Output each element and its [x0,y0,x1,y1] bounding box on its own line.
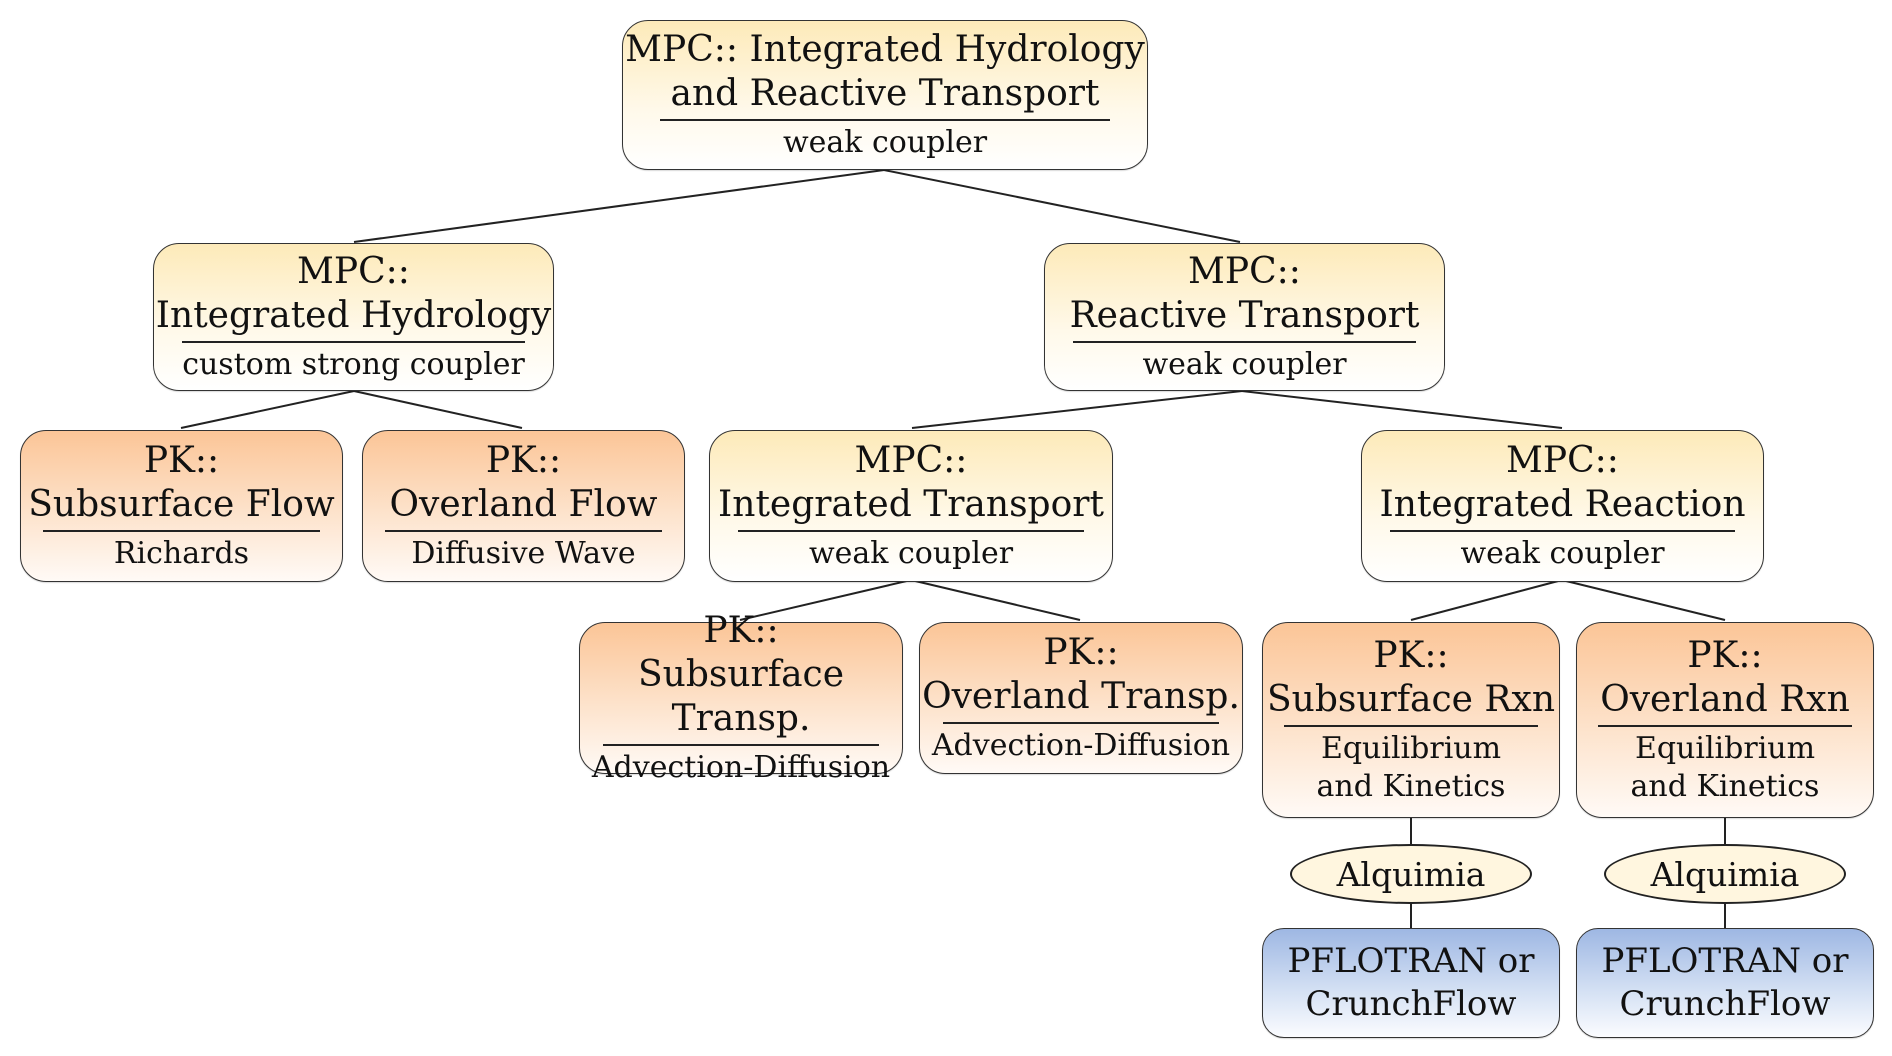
node-subtitle-line2: and Kinetics [1316,769,1506,804]
node-title-line1: PK:: [1043,632,1119,673]
node-divider [942,722,1220,724]
node-subtitle: Richards [113,536,250,571]
node-title-line1: PK:: [1373,635,1449,676]
node-subtitle: Diffusive Wave [411,536,636,571]
edge-reaction-overland-rxn [1561,579,1726,621]
node-subtitle-line2: and Kinetics [1630,769,1820,804]
engine-line2: CrunchFlow [1619,984,1831,1024]
mpc-integrated-reaction: MPC:: Integrated Reaction weak coupler [1361,430,1764,582]
node-title-line2: and Reactive Transport [670,73,1100,114]
engine-line1: PFLOTRAN or [1287,941,1535,981]
node-divider [1597,725,1853,727]
pk-subsurface-rxn: PK:: Subsurface Rxn Equilibrium and Kine… [1262,622,1560,818]
engine-pflotran-crunchflow-right: PFLOTRAN or CrunchFlow [1576,928,1874,1038]
node-title-line1: MPC:: [854,440,968,481]
node-subtitle: Advection-Diffusion [591,750,891,785]
edge-root-hydrology [353,169,885,243]
node-divider [43,530,320,532]
engine-pflotran-crunchflow-left: PFLOTRAN or CrunchFlow [1262,928,1560,1038]
pk-overland-rxn: PK:: Overland Rxn Equilibrium and Kineti… [1576,622,1874,818]
engine-line2: CrunchFlow [1305,984,1517,1024]
alquimia-label: Alquimia [1336,854,1486,894]
node-title-line2: Overland Transp. [922,676,1240,717]
node-title-line2: Integrated Reaction [1379,484,1746,525]
node-title-line2: Reactive Transport [1069,295,1420,336]
node-divider [385,530,662,532]
node-title-line1: PK:: [703,610,779,651]
edge-rt-integrated-reaction [1241,390,1563,429]
pk-subsurface-flow: PK:: Subsurface Flow Richards [20,430,343,582]
node-title-line1: PK:: [143,440,220,481]
node-divider [1390,530,1735,532]
node-title-line2: Overland Rxn [1600,679,1850,720]
engine-line1: PFLOTRAN or [1601,941,1849,981]
node-title-line2: Integrated Transport [718,484,1104,525]
edge-hydrology-subsurface-flow [180,390,355,429]
node-title-line2: Subsurface Flow [28,484,335,525]
edge-transport-subsurface-transp [739,579,912,621]
node-divider [659,119,1111,121]
alquimia-label: Alquimia [1650,854,1800,894]
node-title-line2: Integrated Hydrology [155,295,552,336]
edge-hydrology-overland-flow [353,390,523,429]
mpc-integrated-hydrology: MPC:: Integrated Hydrology custom strong… [153,243,554,391]
node-title-line1: PK:: [485,440,562,481]
node-title-line2: Overland Flow [389,484,658,525]
node-divider [1283,725,1539,727]
node-divider [1072,341,1417,343]
node-title-line1: PK:: [1687,635,1763,676]
node-subtitle: custom strong coupler [182,347,525,382]
pk-overland-transp: PK:: Overland Transp. Advection-Diffusio… [919,622,1243,774]
alquimia-ellipse-left: Alquimia [1290,844,1532,904]
node-subtitle-line1: Equilibrium [1634,731,1816,766]
node-title-line1: MPC:: Integrated Hydrology [625,29,1145,70]
node-title-line1: MPC:: [1188,251,1301,292]
edge-root-reactive-transport [883,169,1241,243]
node-title-line1: MPC:: [1506,440,1619,481]
node-subtitle: weak coupler [1460,536,1665,571]
edge-rt-integrated-transport [911,390,1243,429]
pk-overland-flow: PK:: Overland Flow Diffusive Wave [362,430,685,582]
alquimia-ellipse-right: Alquimia [1604,844,1846,904]
node-subtitle: weak coupler [1142,347,1347,382]
node-divider [181,341,526,343]
edge-transport-overland-transp [910,579,1081,621]
node-subtitle: Advection-Diffusion [931,728,1231,763]
mpc-reactive-transport: MPC:: Reactive Transport weak coupler [1044,243,1445,391]
node-subtitle-line1: Equilibrium [1320,731,1502,766]
node-title-line2: Subsurface Rxn [1266,679,1556,720]
node-subtitle: weak coupler [782,125,988,160]
edge-reaction-subsurface-rxn [1410,579,1563,621]
node-subtitle: weak coupler [808,536,1014,571]
mpc-integrated-hydrology-reactive-transport: MPC:: Integrated Hydrology and Reactive … [622,20,1148,170]
node-divider [738,530,1084,532]
pk-subsurface-transp: PK:: Subsurface Transp. Advection-Diffus… [579,610,903,785]
node-divider [602,744,880,746]
node-title-line2: Subsurface Transp. [637,654,844,739]
node-title-line1: MPC:: [297,251,410,292]
mpc-integrated-transport: MPC:: Integrated Transport weak coupler [709,430,1113,582]
